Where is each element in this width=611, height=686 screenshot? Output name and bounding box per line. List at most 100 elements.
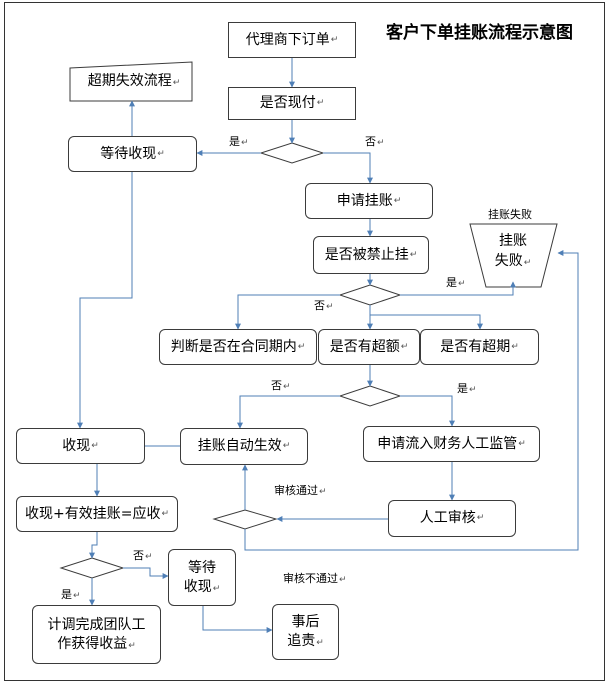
node-overdue: 是否有超期↵ — [420, 329, 539, 365]
decision-banned — [338, 284, 402, 306]
node-team-revenue-line2: 作获得收益 — [57, 635, 128, 652]
return-mark: ↵ — [73, 591, 81, 601]
node-overdue-flow: 超期失效流程↵ — [76, 72, 192, 92]
label-review-fail: 审核不通过↵ — [283, 570, 347, 586]
return-mark: ↵ — [297, 341, 306, 352]
return-mark: ↵ — [145, 552, 153, 562]
return-mark: ↵ — [91, 440, 99, 451]
node-auto-effect: 挂账自动生效↵ — [180, 428, 308, 465]
label-yes-cash-text: 是 — [229, 135, 240, 148]
node-over-limit: 是否有超额↵ — [318, 329, 420, 365]
node-collect-label: 收现 — [62, 437, 91, 454]
return-mark: ↵ — [339, 575, 347, 585]
return-mark: ↵ — [283, 382, 291, 392]
return-mark: ↵ — [157, 148, 165, 159]
edge-dec-fail2 — [244, 250, 579, 551]
label-no-cash: 否↵ — [365, 133, 385, 149]
node-is-banned-label: 是否被禁止挂 — [324, 246, 409, 263]
return-mark: ↵ — [319, 487, 327, 497]
label-no-banned-text: 否 — [314, 299, 325, 312]
node-post-accountability-line1: 事后 — [291, 614, 320, 631]
return-mark: ↵ — [326, 302, 334, 312]
node-post-accountability: 事后 追责↵ — [272, 604, 339, 660]
node-apply-manual-label: 申请流入财务人工监管 — [377, 435, 518, 452]
label-yes-collect-text: 是 — [61, 588, 72, 601]
edge-dec-auto — [237, 395, 340, 429]
node-is-cash: 是否现付↵ — [228, 87, 356, 120]
credit-fail-shape — [469, 223, 558, 288]
edge-dec-contract — [235, 294, 340, 330]
node-apply-manual: 申请流入财务人工监管↵ — [363, 426, 540, 462]
node-within-contract-label: 判断是否在合同期内 — [170, 338, 297, 355]
node-credit-fail: 挂账 失败↵ — [480, 232, 546, 271]
edge-dec-wait2 — [123, 567, 169, 579]
node-wait-collect2-line1: 等待 — [188, 559, 216, 576]
label-yes-banned-text: 是 — [446, 276, 457, 289]
return-mark: ↵ — [330, 34, 339, 45]
edge-wait-collect — [77, 171, 133, 429]
return-mark: ↵ — [161, 508, 169, 519]
return-mark: ↵ — [458, 279, 466, 289]
node-team-revenue-line1: 计调完成团队工 — [47, 616, 146, 633]
node-agent-order-label: 代理商下订单 — [245, 31, 330, 48]
node-credit-fail-line1: 挂账 — [499, 233, 527, 249]
return-mark: ↵ — [241, 138, 249, 148]
return-mark: ↵ — [400, 341, 409, 352]
node-credit-fail-line2: 失败 — [494, 252, 523, 269]
return-mark: ↵ — [212, 583, 221, 594]
return-mark: ↵ — [128, 640, 136, 651]
edge-dec-manual — [400, 395, 455, 427]
decision-review — [212, 509, 278, 530]
node-overdue-flow-label: 超期失效流程 — [87, 73, 172, 89]
node-within-contract: 判断是否在合同期内↵ — [159, 329, 317, 365]
return-mark: ↵ — [476, 513, 485, 524]
return-mark: ↵ — [393, 195, 402, 206]
return-mark: ↵ — [523, 257, 532, 268]
return-mark: ↵ — [282, 441, 291, 452]
return-mark: ↵ — [511, 341, 519, 352]
node-team-revenue: 计调完成团队工 作获得收益↵ — [32, 605, 161, 664]
edge-wait2-post — [202, 606, 273, 633]
overdue-flow-shape — [69, 61, 193, 102]
node-wait-collect-label: 等待收现 — [100, 145, 157, 162]
decision-collect — [59, 557, 125, 579]
node-wait-collect: 等待收现↵ — [68, 136, 197, 172]
return-mark: ↵ — [469, 385, 477, 395]
node-is-banned: 是否被禁止挂↵ — [313, 236, 429, 274]
label-yes-limits-text: 是 — [457, 382, 468, 395]
return-mark: ↵ — [518, 438, 526, 449]
node-manual-review-label: 人工审核 — [419, 510, 476, 527]
edge-dec-overdue — [370, 314, 483, 330]
node-wait-collect2: 等待 收现↵ — [168, 549, 236, 606]
label-no-banned: 否↵ — [314, 297, 334, 313]
label-no-limits-text: 否 — [271, 379, 282, 392]
label-no-cash-text: 否 — [365, 135, 376, 148]
label-review-pass-text: 审核通过 — [274, 484, 318, 497]
decision-cash — [259, 142, 325, 164]
node-apply-credit-label: 申请挂账 — [336, 192, 393, 209]
diagram-title: 客户下单挂账流程示意图 — [386, 23, 573, 43]
return-mark: ↵ — [409, 249, 418, 260]
return-mark: ↵ — [172, 78, 181, 88]
edge-plus-dec — [89, 532, 98, 559]
label-yes-banned: 是↵ — [446, 274, 466, 290]
label-no-collect-text: 否 — [133, 549, 144, 562]
label-no-limits: 否↵ — [271, 377, 291, 393]
return-mark: ↵ — [377, 138, 385, 148]
label-no-collect: 否↵ — [133, 547, 153, 563]
return-mark: ↵ — [316, 98, 325, 109]
return-mark: ↵ — [316, 638, 324, 648]
label-yes-limits: 是↵ — [457, 380, 477, 396]
node-manual-review: 人工审核↵ — [388, 500, 516, 537]
label-review-pass: 审核通过↵ — [274, 482, 327, 498]
node-collect-plus-label: 收现+有效挂账=应收 — [24, 505, 161, 522]
node-over-limit-label: 是否有超额 — [329, 338, 400, 355]
node-collect: 收现↵ — [16, 428, 145, 464]
label-yes-cash: 是↵ — [229, 133, 249, 149]
node-is-cash-label: 是否现付 — [259, 95, 316, 112]
node-wait-collect2-line2: 收现 — [183, 578, 212, 595]
edge-dec-fail — [400, 281, 516, 296]
node-auto-effect-label: 挂账自动生效 — [197, 438, 282, 455]
node-collect-plus: 收现+有效挂账=应收↵ — [16, 496, 178, 532]
